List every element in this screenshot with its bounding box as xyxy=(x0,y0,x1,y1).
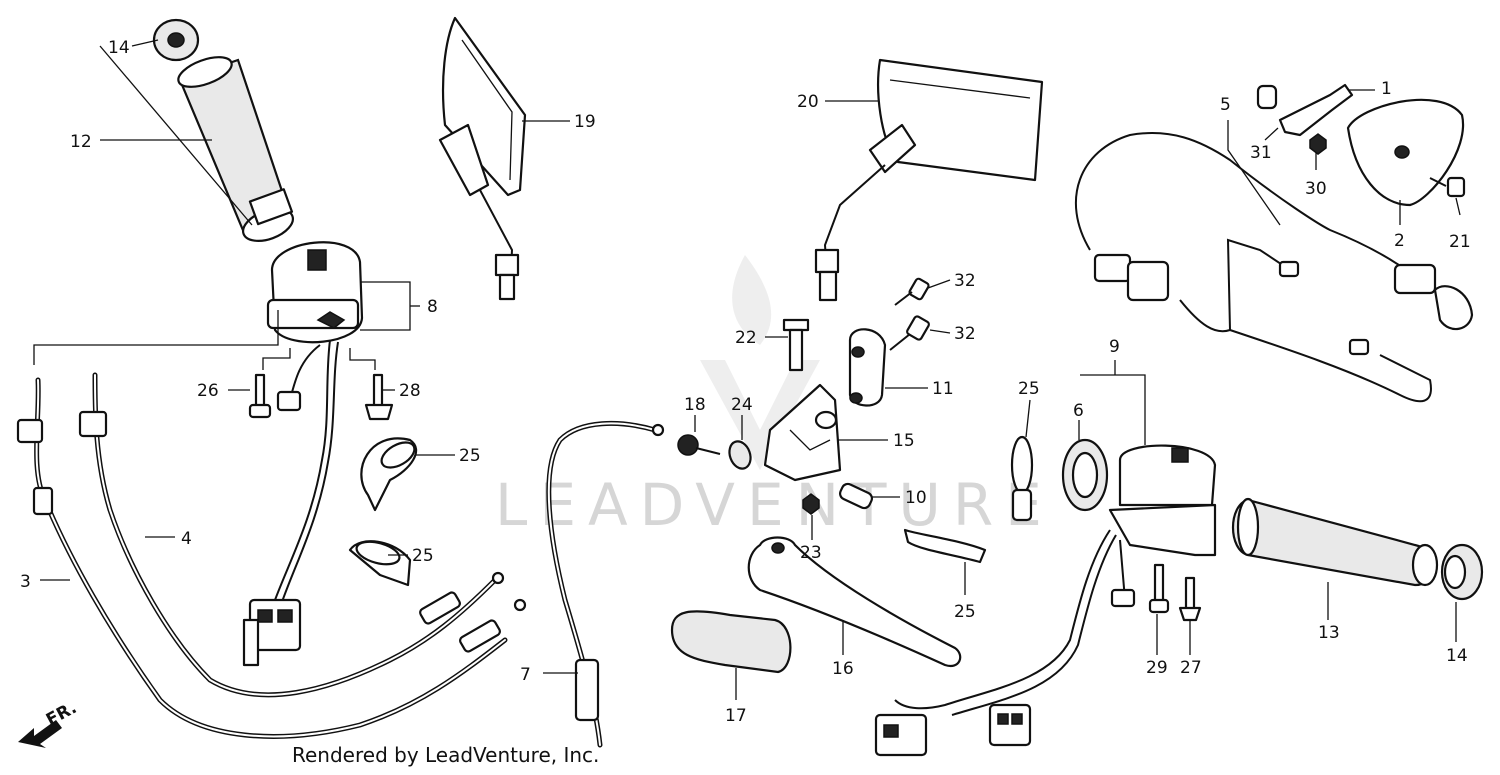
callout-30: 30 xyxy=(1305,179,1327,199)
clutch-cable-part xyxy=(546,421,665,748)
wire-clamp-25b-part xyxy=(348,540,412,587)
right-switch-harness xyxy=(874,529,1136,757)
callout-4: 4 xyxy=(181,529,192,549)
callout-5: 5 xyxy=(1220,95,1231,115)
callout-21: 21 xyxy=(1449,232,1471,252)
lever-holder-clamp-part xyxy=(848,328,887,407)
leader-lines xyxy=(33,39,1461,700)
clutch-lever-part xyxy=(747,536,962,668)
mirror-right-part xyxy=(814,58,1044,302)
callout-11: 11 xyxy=(932,379,954,399)
callout-3: 3 xyxy=(20,572,31,592)
wire-clamp-25c-part xyxy=(1010,435,1034,522)
callout-20: 20 xyxy=(797,92,819,112)
callout-25a: 25 xyxy=(459,446,481,466)
callout-29: 29 xyxy=(1146,658,1168,678)
mirror-left-part xyxy=(438,16,527,301)
callout-17: 17 xyxy=(725,706,747,726)
nut-23-part xyxy=(802,493,820,515)
footer-credit: Rendered by LeadVenture, Inc. xyxy=(292,743,600,767)
grip-end-cap-right-part xyxy=(1440,543,1484,601)
throttle-grip-part xyxy=(177,56,294,242)
choke-bracket-part xyxy=(1256,83,1354,137)
left-switch-housing-part xyxy=(266,241,364,344)
bolt-32a-part xyxy=(894,277,930,306)
callout-15: 15 xyxy=(893,431,915,451)
pivot-bolt-10-part xyxy=(838,482,874,510)
callout-2: 2 xyxy=(1394,231,1405,251)
right-switch-housing-part xyxy=(1108,444,1217,557)
callout-19: 19 xyxy=(574,112,596,132)
callout-16: 16 xyxy=(832,659,854,679)
callout-1: 1 xyxy=(1381,79,1392,99)
callout-18: 18 xyxy=(684,395,706,415)
nut-24-part xyxy=(728,440,752,470)
lever-cover-part xyxy=(670,610,792,674)
watermark-text: LEADVENTURE xyxy=(495,471,1054,539)
callout-28: 28 xyxy=(399,381,421,401)
screw-27-part xyxy=(1178,576,1202,622)
right-grip-part xyxy=(1231,497,1439,587)
callout-13: 13 xyxy=(1318,623,1340,643)
callout-22: 22 xyxy=(735,328,757,348)
choke-knob-cover-part xyxy=(1346,98,1465,207)
wire-clamp-25d-part xyxy=(903,528,987,564)
grip-end-cap-part xyxy=(152,18,200,62)
callout-23: 23 xyxy=(800,543,822,563)
left-switch-harness xyxy=(242,339,339,667)
callout-7: 7 xyxy=(520,665,531,685)
callout-12: 12 xyxy=(70,132,92,152)
callout-labels: 1 2 3 4 5 6 7 8 9 10 11 12 13 14 14 15 1… xyxy=(20,38,1471,726)
callout-25c: 25 xyxy=(1018,379,1040,399)
screw-21-part xyxy=(1429,176,1466,198)
bolt-22-part xyxy=(782,318,810,372)
choke-cable-part xyxy=(1074,132,1474,403)
wire-clamp-25a-part xyxy=(360,437,418,512)
callout-14-left: 14 xyxy=(108,38,130,58)
callout-14-right: 14 xyxy=(1446,646,1468,666)
screw-28-part xyxy=(364,373,394,421)
callout-32b: 32 xyxy=(954,324,976,344)
callout-6: 6 xyxy=(1073,401,1084,421)
lever-bracket-part xyxy=(763,383,842,482)
callout-9: 9 xyxy=(1109,337,1120,357)
callout-25d: 25 xyxy=(954,602,976,622)
adjuster-18-part xyxy=(677,434,721,456)
callout-27: 27 xyxy=(1180,658,1202,678)
callout-32a: 32 xyxy=(954,271,976,291)
watermark-logo xyxy=(700,255,820,470)
screw-26-part xyxy=(248,373,272,419)
grommet-6-part xyxy=(1061,438,1109,512)
callout-25b: 25 xyxy=(412,546,434,566)
throttle-cable-3-part xyxy=(16,377,527,739)
callout-24: 24 xyxy=(731,395,753,415)
callout-31: 31 xyxy=(1250,143,1272,163)
screw-29-part xyxy=(1148,563,1170,614)
callout-8: 8 xyxy=(427,297,438,317)
screw-30-part xyxy=(1309,133,1327,155)
callout-26: 26 xyxy=(197,381,219,401)
bolt-32b-part xyxy=(889,315,930,351)
callout-10: 10 xyxy=(905,488,927,508)
throttle-cable-4-part xyxy=(78,372,505,698)
front-direction-arrow: FR. xyxy=(18,698,80,748)
